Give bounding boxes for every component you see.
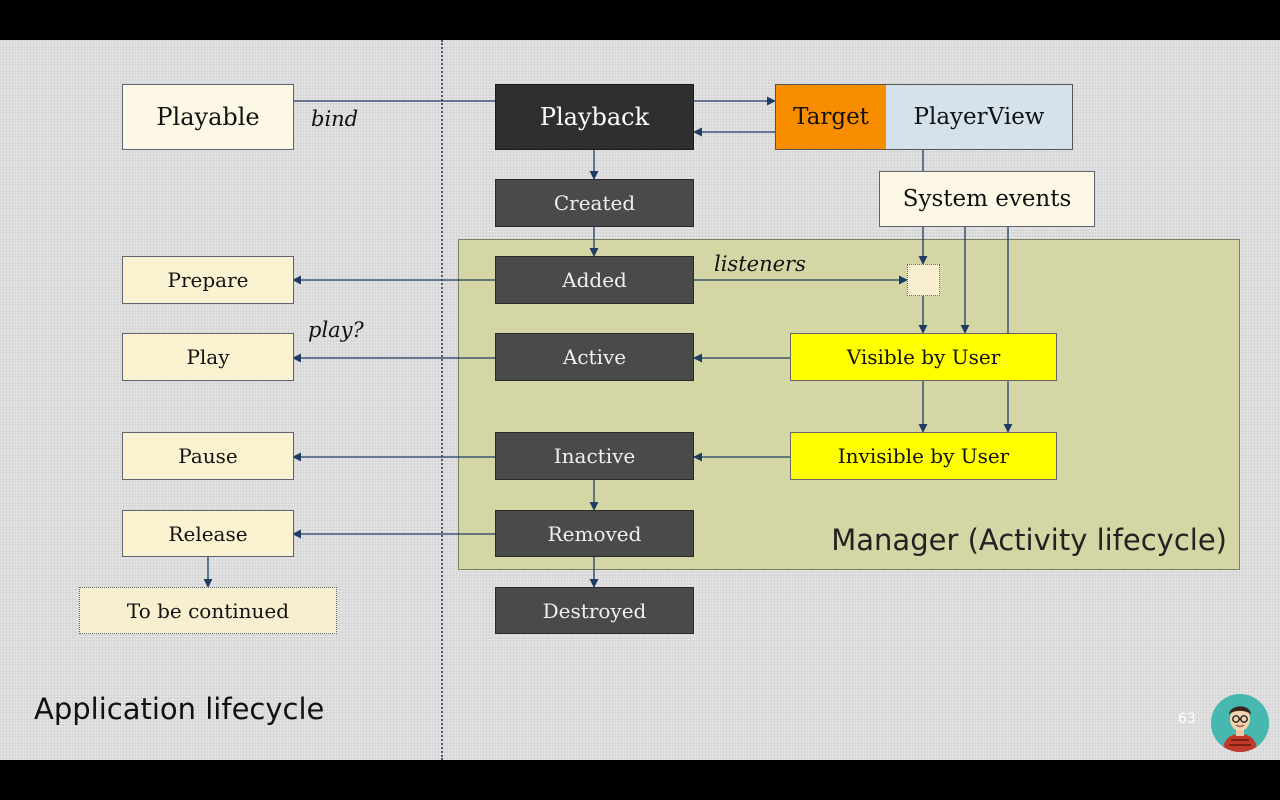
application-lifecycle-label: Application lifecycle <box>34 692 325 726</box>
pause-box: Pause <box>122 432 294 480</box>
playerview-box: PlayerView <box>886 84 1073 150</box>
page-number: 63 <box>1178 711 1196 727</box>
visible-by-user-label: Visible by User <box>846 345 1001 369</box>
play-label: Play <box>186 345 230 369</box>
invisible-by-user-box: Invisible by User <box>790 432 1057 480</box>
visible-by-user-box: Visible by User <box>790 333 1057 381</box>
play-box: Play <box>122 333 294 381</box>
play-question-label: play? <box>308 318 364 342</box>
presenter-avatar <box>1211 694 1269 752</box>
destroyed-label: Destroyed <box>542 598 647 623</box>
inactive-box: Inactive <box>495 432 694 480</box>
to-be-continued-label: To be continued <box>126 598 290 623</box>
to-be-continued-box: To be continued <box>79 587 337 634</box>
system-events-box: System events <box>879 171 1095 227</box>
playable-box: Playable <box>122 84 294 150</box>
inactive-label: Inactive <box>553 444 636 468</box>
destroyed-box: Destroyed <box>495 587 694 634</box>
release-label: Release <box>168 521 248 546</box>
playable-label: Playable <box>156 103 260 131</box>
listeners-label: listeners <box>714 252 806 276</box>
target-label: Target <box>793 104 869 130</box>
manager-label: Manager (Activity lifecycle) <box>831 523 1227 557</box>
pause-label: Pause <box>178 444 238 468</box>
playback-box: Playback <box>495 84 694 150</box>
prepare-label: Prepare <box>167 268 249 292</box>
slide: Manager (Activity lifecycle) <box>0 40 1280 760</box>
release-box: Release <box>122 510 294 557</box>
active-box: Active <box>495 333 694 381</box>
target-box: Target <box>775 84 886 150</box>
removed-label: Removed <box>547 521 642 546</box>
invisible-by-user-label: Invisible by User <box>837 444 1010 468</box>
created-box: Created <box>495 179 694 227</box>
listener-junction <box>907 264 940 296</box>
removed-box: Removed <box>495 510 694 557</box>
created-label: Created <box>553 191 636 215</box>
playerview-label: PlayerView <box>913 104 1045 130</box>
connector-arrows <box>203 96 1013 588</box>
added-box: Added <box>495 256 694 304</box>
lifecycle-divider <box>441 40 443 760</box>
system-events-label: System events <box>902 186 1072 212</box>
bind-label: bind <box>311 107 359 131</box>
prepare-box: Prepare <box>122 256 294 304</box>
added-label: Added <box>562 268 627 292</box>
playback-label: Playback <box>539 103 650 131</box>
active-label: Active <box>562 345 627 369</box>
avatar-icon <box>1211 694 1269 752</box>
